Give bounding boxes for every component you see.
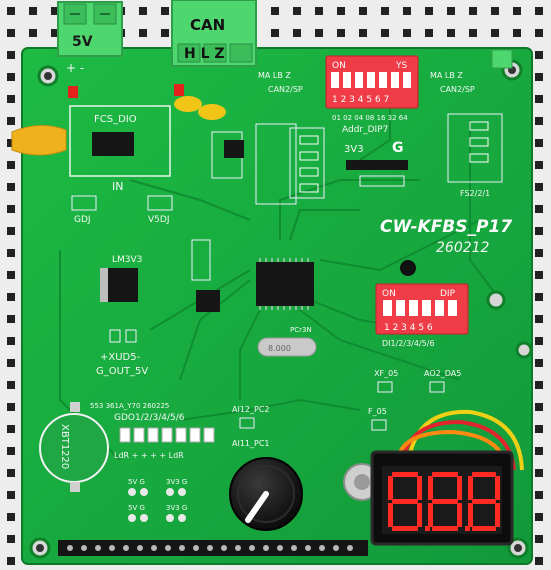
- board-revision: 260212: [436, 240, 490, 256]
- 5vg-label-1: 5V G: [128, 478, 145, 486]
- g-label: G: [392, 140, 404, 156]
- can-connector-label: CAN: [190, 16, 225, 34]
- can2sp-right-label: CAN2/SP: [440, 85, 475, 94]
- fuse-capacitor: [11, 125, 67, 156]
- battery-label: XBT1220: [59, 424, 70, 469]
- pcr-label: PCr3N: [290, 326, 312, 334]
- ldr-label: LdR + + + + LdR: [114, 451, 184, 460]
- pcb-traces: [59, 100, 501, 461]
- lm3v3-label: LM3V3: [112, 255, 142, 265]
- mcu-chip: [256, 258, 314, 310]
- gdj-label: GDJ: [74, 215, 91, 225]
- small-connector: [491, 49, 513, 69]
- xf05-label: XF_05: [374, 369, 398, 378]
- coin-battery: XBT1220: [39, 402, 109, 492]
- fs2-label: FS2/2/1: [460, 189, 490, 198]
- screw-terminal-5v: 5V: [57, 1, 123, 57]
- 5vg-label-2: 5V G: [128, 504, 145, 512]
- screw-terminal-can: CAN H L Z: [171, 0, 257, 67]
- crystal: [257, 337, 317, 357]
- dip-mid-brand-label: DIP: [440, 289, 456, 299]
- 3v3g-label-2: 3V3 G: [166, 504, 187, 512]
- lm3v3-chip: [108, 268, 138, 302]
- mcu-chip-icon: [256, 262, 314, 306]
- dip-mid-numbers: 1 2 3 4 5 6: [384, 323, 433, 333]
- chip-small-2: [196, 290, 220, 312]
- 3v3-label: 3V3: [344, 144, 364, 155]
- dip-mid-caption: DI1/2/3/4/5/6: [382, 339, 435, 348]
- dip-top-on-label: ON: [332, 61, 346, 71]
- can2sp-left-label: CAN2/SP: [268, 85, 303, 94]
- chip-small-1: [224, 140, 244, 158]
- xud5-label: +XUD5-: [100, 352, 141, 363]
- ma-lb-right-label: MA LB Z: [430, 71, 463, 80]
- ai11-label: AI11_PC1: [232, 439, 270, 448]
- fcs-label: FCS_DIO: [94, 114, 137, 125]
- potentiometer[interactable]: [229, 457, 303, 531]
- fcs-box: [69, 105, 171, 177]
- capacitor-2: [198, 104, 226, 120]
- gdo-label: GDO1/2/3/4/5/6: [114, 413, 185, 423]
- can-pins-label: H L Z: [184, 46, 225, 62]
- fcs-chip: [92, 132, 134, 156]
- dip-top-values: 01 02 04 08 16 32 64: [332, 114, 408, 122]
- in-label: IN: [112, 180, 123, 193]
- stamp-label: 553 361A_Y70 260225: [90, 402, 169, 410]
- gdo-pads: [119, 427, 215, 443]
- ai12-label: AI12_PC2: [232, 405, 270, 414]
- dip-top-numbers: 1 2 3 4 5 6 7: [332, 95, 389, 105]
- ma-lb-left-label: MA LB Z: [258, 71, 291, 80]
- seven-segment-display: [370, 450, 514, 546]
- v5dj-label: V5DJ: [148, 215, 169, 225]
- dip-switch-top[interactable]: ON YS 1 2 3 4 5 6 7: [325, 55, 419, 109]
- transistor: [400, 260, 416, 276]
- led-red-1: [68, 86, 78, 98]
- capacitor-1: [174, 96, 202, 112]
- led-red-2: [174, 84, 184, 96]
- pin-header-1: [346, 160, 408, 170]
- coin-battery-icon: [39, 413, 109, 483]
- dip-top-brand-label: YS: [395, 61, 407, 71]
- 3v3g-label-1: 3V3 G: [166, 478, 187, 486]
- ao2-label: AO2_DA5: [424, 369, 461, 378]
- board-name: CW-KFBS_P17: [380, 217, 512, 237]
- dip-top-caption: Addr_DIP7: [342, 125, 388, 135]
- crystal-label: 8.000: [268, 344, 291, 353]
- power-connector-label: 5V: [72, 34, 93, 50]
- power-polarity-label: + -: [66, 61, 84, 75]
- gout-label: G_OUT_5V: [96, 366, 148, 377]
- f05-label: F_05: [368, 407, 387, 416]
- dip-switch-mid[interactable]: ON DIP 1 2 3 4 5 6: [375, 283, 469, 335]
- dip-mid-on-label: ON: [382, 289, 396, 299]
